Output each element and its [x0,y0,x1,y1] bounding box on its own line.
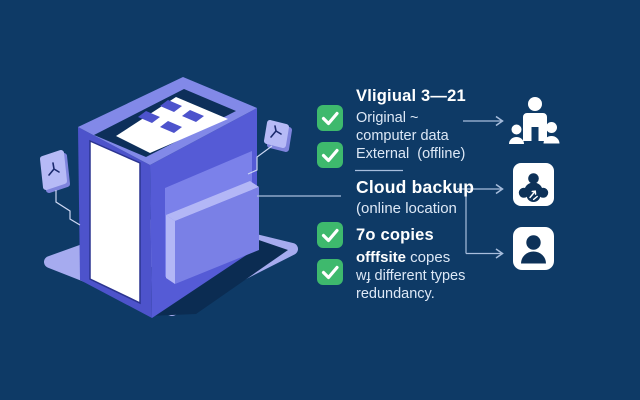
connector-node-icon [48,162,60,176]
check-icon [317,259,343,285]
people-group-icon [509,97,560,144]
arrow-3-head [495,248,504,259]
section1-line2: computer data [356,128,449,144]
arrow-2-head [495,183,504,195]
check-icon [317,142,343,168]
section1-line3: External (offline) [356,146,466,162]
connector-node-icon [270,125,282,138]
section3-line1: offfsite copes [356,249,450,267]
cloud-user-icon [513,163,554,206]
section1-title: Vligiual 3—21 [356,87,466,105]
external-drive-slab [166,181,259,284]
tower-screen [89,139,141,305]
connector-node-right [247,120,292,175]
arrow-1-head [495,115,504,127]
check-icon [317,105,343,131]
section1-line1: Original ~ [356,110,419,126]
check-icon [317,222,343,248]
section2-line1: (online location [356,200,457,217]
connector-lines [257,115,504,259]
user-icon [513,227,554,270]
section3-line2: wɟ different types [356,268,466,284]
section3-line1-rest: copes [406,249,451,266]
section3-title: 7o copies [356,226,434,244]
wire-left [55,190,81,226]
tower-top-keys [138,100,204,133]
section3-line1-bold: offfsite [356,249,406,266]
section3-line3: redundancy. [356,286,435,302]
connector-node-left [40,150,81,226]
wire-right [247,145,273,175]
section2-title: Cloud backup [356,177,475,197]
